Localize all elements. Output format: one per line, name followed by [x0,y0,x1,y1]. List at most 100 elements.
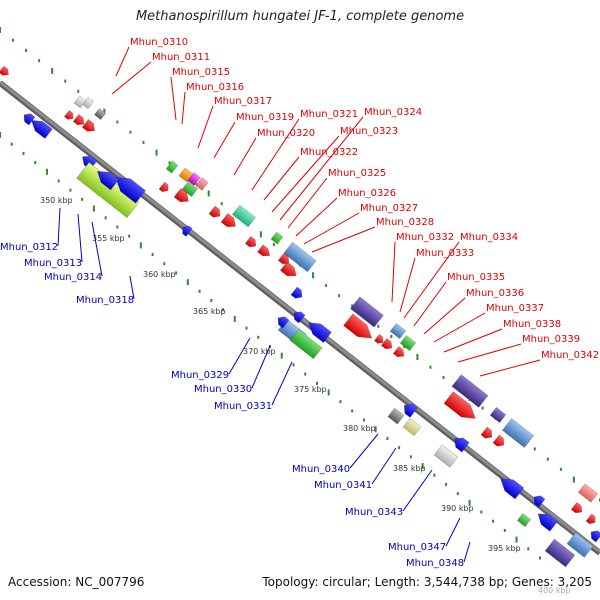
gene-block-16 [232,204,256,228]
forward-gene-label: Mhun_0336 [466,288,524,299]
gene-block-38 [570,501,583,514]
scale-label: 385 kbp [393,464,426,473]
gene-block-40 [30,119,53,139]
gene-block-19 [270,231,284,245]
reverse-gene-label: Mhun_0318 [76,295,134,306]
gene-block-9 [187,172,201,186]
gene-block-39 [585,513,596,525]
forward-gene-label: Mhun_0311 [152,52,210,63]
gene-block-50 [289,328,323,360]
gene-block-7 [165,160,179,174]
gene-block-56 [454,437,470,453]
gene-block-15 [220,212,236,228]
gene-block-30 [373,333,384,344]
forward-gene-label: Mhun_0337 [486,303,544,314]
forward-gene-label: Mhun_0326 [338,188,396,199]
reverse-gene-label: Mhun_0348 [406,558,464,569]
gene-block-41 [23,113,36,126]
forward-gene-label: Mhun_0315 [172,67,230,78]
forward-gene-label: Mhun_0338 [503,319,561,330]
gene-block-17 [244,235,257,248]
gene-block-12 [158,181,169,193]
topology-label: Topology: circular; Length: 3,544,738 bp… [262,575,592,589]
gene-block-60 [516,512,532,528]
scale-label: 375 kbp [294,385,327,394]
forward-gene-label: Mhun_0317 [214,96,272,107]
gene-block-24 [350,296,384,328]
gene-block-21 [279,261,297,277]
reverse-gene-label: Mhun_0330 [194,384,252,395]
inner-ruler-track [0,132,541,560]
forward-gene-label: Mhun_0324 [364,107,422,118]
scale-label: 365 kbp [193,307,226,316]
gene-block-32 [443,391,476,419]
gene-block-2 [72,113,85,126]
gene-block-48 [277,316,290,329]
gene-block-61 [544,538,576,568]
forward-gene-label: Mhun_0310 [130,37,188,48]
reverse-gene-label: Mhun_0313 [24,258,82,269]
forward-gene-label: Mhun_0342 [541,350,599,361]
scale-label: 360 kbp [143,270,176,279]
gene-block-36 [492,434,505,447]
forward-gene-label: Mhun_0333 [416,248,474,259]
gene-block-27 [399,334,417,352]
forward-gene-label: Mhun_0334 [460,232,518,243]
forward-gene-label: Mhun_0319 [236,112,294,123]
gene-block-26 [389,322,407,340]
scale-label: 380 kbp [343,424,376,433]
gene-block-33 [489,406,507,424]
gene-block-5 [82,96,94,110]
scale-label: 350 kbp [40,196,73,205]
gene-block-49 [308,322,332,343]
forward-gene-label: Mhun_0323 [340,126,398,137]
forward-gene-label: Mhun_0316 [186,82,244,93]
gene-block-28 [380,337,393,350]
gene-block-34 [501,418,535,448]
scale-label: 400 kbp [538,586,571,595]
reverse-gene-label: Mhun_0331 [214,401,272,412]
gene-block-11 [181,180,199,198]
gene-block-58 [533,495,546,508]
forward-gene-label: Mhun_0325 [328,168,386,179]
gene-block-53 [403,403,418,418]
gene-block-3 [81,118,96,132]
gene-block-44 [114,176,146,204]
gene-block-10 [195,177,209,191]
reverse-gene-label: Mhun_0312 [0,242,58,253]
map-title: Methanospirillum hungatei JF-1, complete… [135,9,465,24]
scale-label: 355 kbp [92,234,125,243]
gene-block-55 [433,444,459,468]
reverse-gene-label: Mhun_0329 [171,370,229,381]
gene-block-45 [96,170,120,191]
gene-block-37 [577,483,599,503]
gene-block-51 [293,311,306,324]
reverse-gene-label: Mhun_0343 [345,507,403,518]
gene-block-14 [208,205,221,218]
gene-block-59 [537,513,559,532]
gene-block-0 [0,65,9,76]
forward-gene-label: Mhun_0339 [522,334,580,345]
reverse-gene-label: Mhun_0341 [314,480,372,491]
reverse-gene-label: Mhun_0347 [388,542,446,553]
gene-block-52 [387,407,405,425]
scale-label: 395 kbp [488,544,521,553]
gene-block-4 [73,95,87,109]
reverse-gene-label: Mhun_0314 [44,272,102,283]
forward-gene-label: Mhun_0320 [257,128,315,139]
gene-block-18 [257,244,271,257]
gene-block-35 [480,426,493,439]
gene-block-54 [402,417,422,437]
forward-gene-label: Mhun_0335 [447,272,505,283]
forward-gene-label: Mhun_0321 [300,109,358,120]
gene-block-22 [277,252,290,265]
scale-label: 390 kbp [441,504,474,513]
scale-label: 370 kbp [243,347,276,356]
forward-gene-label: Mhun_0327 [360,203,418,214]
gene-block-23 [290,286,303,299]
forward-gene-label: Mhun_0332 [396,232,454,243]
gene-block-13 [173,187,189,203]
gene-block-1 [63,109,74,120]
reverse-gene-label: Mhun_0340 [292,464,350,475]
